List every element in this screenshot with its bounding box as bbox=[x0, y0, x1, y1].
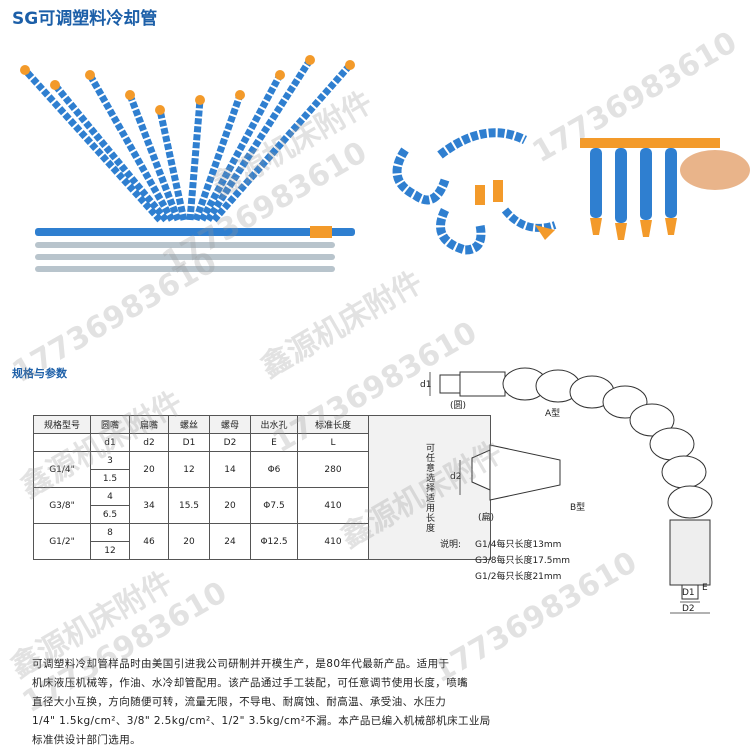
table-cell bbox=[33, 433, 91, 452]
table-cell: 20 bbox=[129, 451, 169, 488]
table-cell: D2 bbox=[209, 433, 251, 452]
table-side-note: 可任意选择适用长度 bbox=[368, 415, 491, 560]
nozzle bbox=[275, 70, 285, 80]
label-flat: (扁) bbox=[478, 513, 495, 523]
spec-heading: 规格与参数 bbox=[12, 367, 67, 380]
table-cell: 410 bbox=[297, 487, 369, 524]
table-header-cell: 标准长度 bbox=[297, 415, 369, 434]
table-row: 12 bbox=[34, 541, 491, 560]
label-type-a: A型 bbox=[545, 409, 561, 419]
description-line: 直径大小互换，方向随便可转，流量无限，不导电、耐腐蚀、耐高温、承受油、水压力 bbox=[32, 696, 447, 708]
table-cell: 34 bbox=[129, 487, 169, 524]
note-line: G1/2每只长度21mm bbox=[475, 572, 562, 582]
table-cell: 8 bbox=[90, 523, 130, 542]
table-header-cell: 圆嘴 bbox=[90, 415, 130, 434]
table-row: G3/8" 4 34 15.5 20 Φ7.5 410 bbox=[33, 487, 491, 524]
label-d1-small: d1 bbox=[420, 380, 432, 390]
table-header-cell: 出水孔 bbox=[250, 415, 298, 434]
table-cell: D1 bbox=[168, 433, 210, 452]
table-cell: 1.5 bbox=[90, 469, 130, 488]
table-cell: Φ12.5 bbox=[250, 523, 298, 560]
table-cell: 46 bbox=[129, 523, 169, 560]
table-header-cell: 规格型号 bbox=[33, 415, 91, 434]
table-header-cell: 扁嘴 bbox=[129, 415, 169, 434]
nozzle bbox=[305, 55, 315, 65]
table-header-row: 规格型号 圆嘴 扁嘴 螺丝 螺母 出水孔 标准长度 可任意选择适用长度 bbox=[33, 415, 491, 560]
hose bbox=[86, 73, 176, 222]
table-cell-model: G3/8" bbox=[33, 487, 91, 524]
table-cell: 4 bbox=[90, 487, 130, 506]
hose bbox=[198, 73, 284, 222]
table-cell: 24 bbox=[209, 523, 251, 560]
label-d1: D1 bbox=[682, 588, 695, 598]
table-cell-model: G1/2" bbox=[33, 523, 91, 560]
description-line: 机床液压机械等，作油、水冷却管配用。该产品通过手工装配，可任意调节使用长度，喷嘴 bbox=[32, 677, 468, 689]
spec-table: 规格型号 圆嘴 扁嘴 螺丝 螺母 出水孔 标准长度 可任意选择适用长度 d1 d… bbox=[33, 415, 491, 560]
table-cell: 280 bbox=[297, 451, 369, 488]
table-cell: 15.5 bbox=[168, 487, 210, 524]
hose bbox=[186, 99, 204, 221]
product-photo-assembled bbox=[392, 128, 750, 255]
description-line: 可调塑料冷却管样品时由美国引进我公司研制并开模生产，是80年代最新产品。适用于 bbox=[32, 658, 450, 670]
table-cell-model: G1/4" bbox=[33, 451, 91, 488]
nozzle bbox=[235, 90, 245, 100]
table-cell: 6.5 bbox=[90, 505, 130, 524]
table-row: G1/4" 3 20 12 14 Φ6 280 bbox=[33, 451, 491, 488]
hose bbox=[126, 93, 182, 222]
nozzle bbox=[125, 90, 135, 100]
table-cell: Φ6 bbox=[250, 451, 298, 488]
label-round: (圆) bbox=[450, 401, 467, 411]
drawing-svg bbox=[429, 367, 713, 614]
product-photo-fan bbox=[20, 55, 355, 272]
label-e: E bbox=[702, 583, 708, 593]
table-cell: 12 bbox=[90, 541, 130, 560]
label-type-b: B型 bbox=[570, 503, 586, 513]
nozzle bbox=[345, 60, 355, 70]
note-line: G3/8每只长度17.5mm bbox=[475, 556, 571, 566]
table-cell: 14 bbox=[209, 451, 251, 488]
table-cell: 410 bbox=[297, 523, 369, 560]
hose bbox=[192, 93, 244, 222]
note-line: G1/4每只长度13mm bbox=[475, 540, 562, 550]
nozzle bbox=[50, 80, 60, 90]
label-d2: D2 bbox=[682, 604, 695, 614]
hose bbox=[211, 62, 353, 223]
hose bbox=[22, 67, 163, 223]
description-line: 标准供设计部门选用。 bbox=[32, 734, 141, 746]
description-line: 1/4" 1.5kg/cm²、3/8" 2.5kg/cm²、1/2" 3.5kg… bbox=[32, 715, 491, 727]
product-description: 可调塑料冷却管样品时由美国引进我公司研制并开模生产，是80年代最新产品。适用于 … bbox=[32, 655, 737, 750]
table-header-cell: 螺丝 bbox=[168, 415, 210, 434]
note-heading: 说明: bbox=[440, 540, 462, 550]
table-cell: 3 bbox=[90, 451, 130, 470]
label-d2-small: d2 bbox=[450, 472, 462, 482]
technical-drawing: d1 (圆) A型 d2 (扁) B型 E D1 D2 说明: G1/4每只长度… bbox=[420, 340, 750, 620]
nozzle bbox=[20, 65, 30, 75]
table-cell: Φ7.5 bbox=[250, 487, 298, 524]
table-cell: L bbox=[297, 433, 369, 452]
table-cell: E bbox=[250, 433, 298, 452]
table-cell: d1 bbox=[90, 433, 130, 452]
table-header-cell: 螺母 bbox=[209, 415, 251, 434]
hose bbox=[52, 82, 169, 223]
table-cell: 20 bbox=[209, 487, 251, 524]
table-cell: 12 bbox=[168, 451, 210, 488]
nozzle bbox=[155, 105, 165, 115]
table-row: G1/2" 8 46 20 24 Φ12.5 410 bbox=[33, 523, 491, 560]
table-cell: 20 bbox=[168, 523, 210, 560]
nozzle bbox=[195, 95, 205, 105]
page-title: SG可调塑料冷却管 bbox=[12, 9, 158, 29]
table-cell: d2 bbox=[129, 433, 169, 452]
hose bbox=[156, 109, 188, 221]
nozzle bbox=[85, 70, 95, 80]
